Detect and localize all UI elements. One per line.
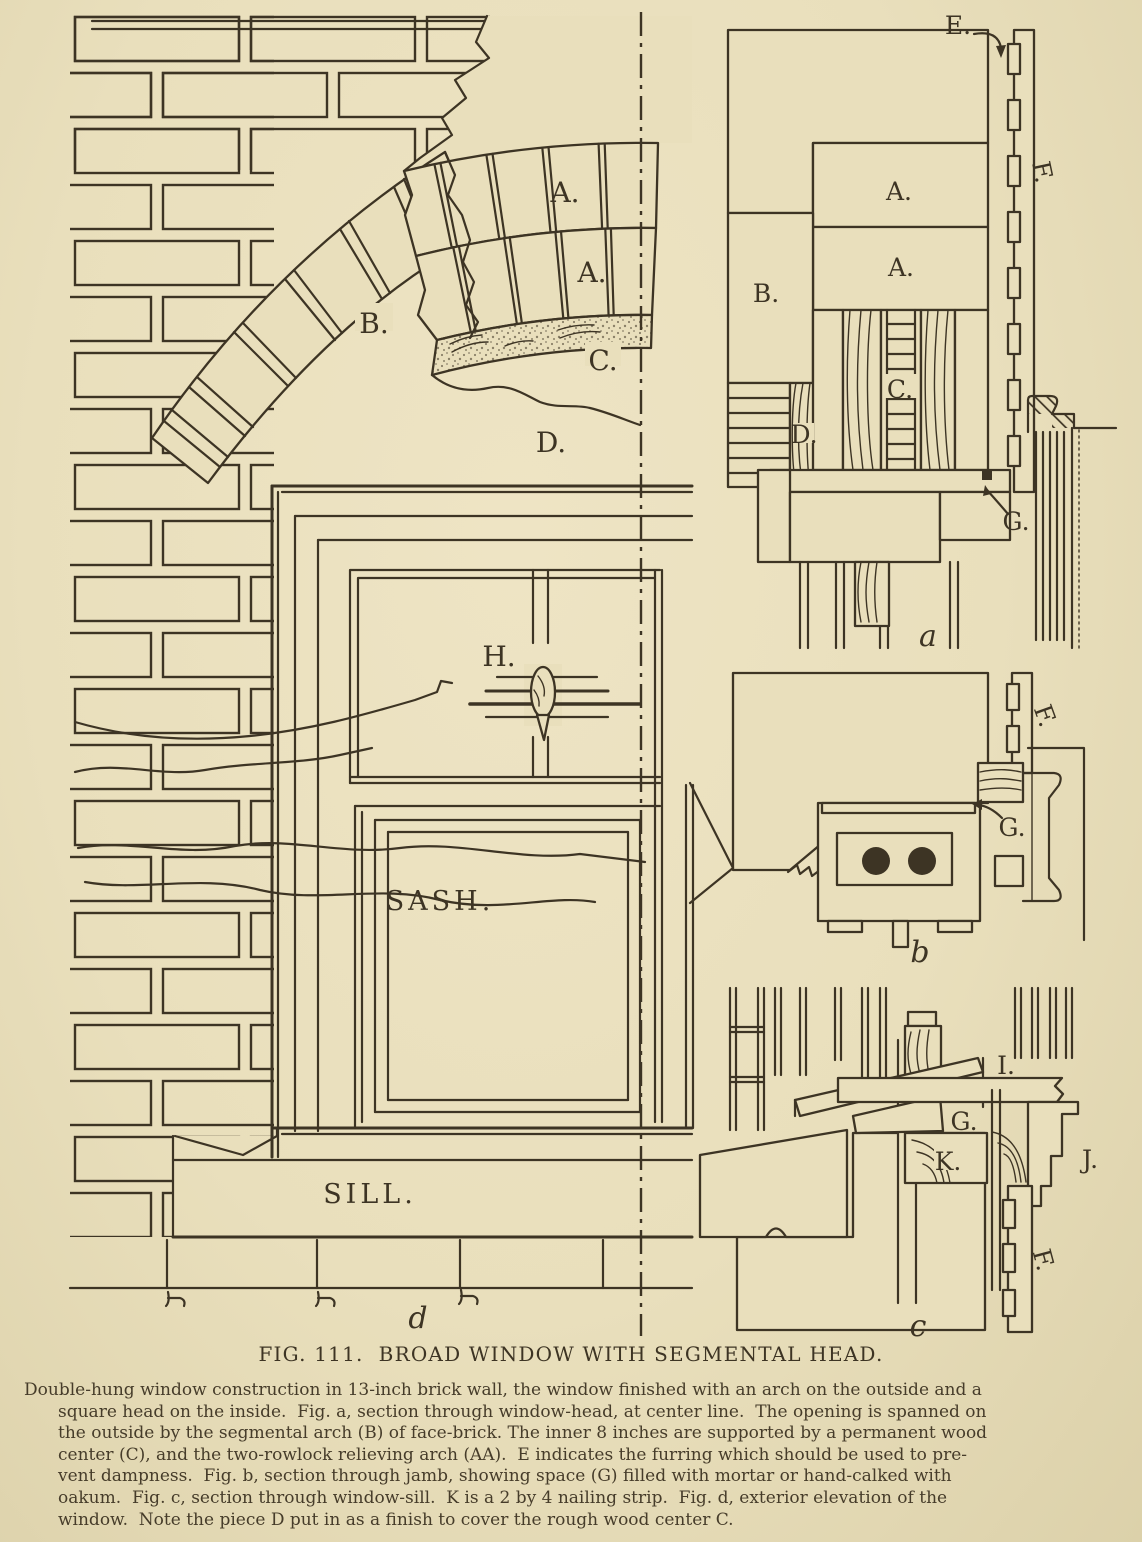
caption-line: the outside by the segmental arch (B) of… xyxy=(58,1423,988,1444)
caption-body: Double-hung window construction in 13-in… xyxy=(0,1380,1142,1531)
caption-line: Double-hung window construction in 13-in… xyxy=(24,1380,982,1400)
wavy-break-line xyxy=(430,373,642,427)
lath-plaster-strip xyxy=(1006,28,1036,494)
label-apron-J: J. xyxy=(1079,1145,1098,1174)
caption-line: window. Note the piece D put in as a fin… xyxy=(58,1509,734,1530)
fig-letter-a: a xyxy=(919,619,937,654)
brick-wall xyxy=(70,12,490,1237)
main-labels: A. A. B. C. D. H. SASH. SILL. d xyxy=(323,176,621,1336)
label-wood-center: C. xyxy=(588,344,617,377)
main-elevation-fig-d: A. A. B. C. D. H. SASH. SILL. d xyxy=(68,12,695,1336)
sash-lock-detail xyxy=(468,664,642,742)
caption-title: FIG. 111. BROAD WINDOW WITH SEGMENTAL HE… xyxy=(258,1342,884,1366)
sash-weight xyxy=(908,847,936,875)
label-segmental-arch: B. xyxy=(359,307,388,340)
label-plaster-F: F. xyxy=(1026,158,1059,185)
label-finish-D: D. xyxy=(790,420,817,449)
torn-edge xyxy=(443,150,480,340)
label-sash-lock: H. xyxy=(482,640,515,673)
label-nailing-strip-K: K. xyxy=(935,1147,962,1176)
arrow-E xyxy=(972,32,1003,50)
apron-molding xyxy=(1026,1100,1080,1208)
figure-caption: FIG. 111. BROAD WINDOW WITH SEGMENTAL HE… xyxy=(0,1342,1142,1531)
caption-line: center (C), and the two-rowlock relievin… xyxy=(58,1444,968,1465)
label-arch-row-inner: A. xyxy=(576,256,606,289)
label-sash: SASH. xyxy=(386,886,495,917)
caption-line: oakum. Fig. c, section through window-si… xyxy=(58,1487,948,1508)
caption-line: vent dampness. Fig. b, section through j… xyxy=(58,1466,952,1487)
label-face-brick-B: B. xyxy=(753,279,779,308)
label-space-G: G. xyxy=(998,813,1025,842)
sash-weight xyxy=(862,847,890,875)
label-stool-I: I. xyxy=(997,1051,1015,1080)
label-wood-center-C: C. xyxy=(887,375,913,404)
caption-line: square head on the inside. Fig. a, secti… xyxy=(58,1401,987,1422)
stone-sill xyxy=(698,1128,849,1239)
section-b-jamb: F. G. b xyxy=(688,671,1086,970)
window-frame xyxy=(270,484,695,1159)
label-furring-E: E. xyxy=(945,11,971,40)
label-space-G: G. xyxy=(1002,507,1029,536)
foundation-bricks xyxy=(68,1238,694,1308)
section-a-window-head: E. F. A. A. B. C. D. G. a xyxy=(726,11,1118,654)
fig-letter-d: d xyxy=(408,1301,427,1336)
fig-letter-b: b xyxy=(910,935,929,970)
interior-casing xyxy=(1026,394,1118,650)
label-sill: SILL. xyxy=(323,1179,417,1210)
figure-111-drawing: A. A. B. C. D. H. SASH. SILL. d xyxy=(68,11,1118,1342)
label-space-G: G. xyxy=(950,1107,977,1136)
wood-center-section xyxy=(811,308,990,472)
lower-sash xyxy=(353,804,662,1130)
label-finish-piece: D. xyxy=(536,426,566,459)
section-c-window-sill: I. G. K. J. F. c xyxy=(698,986,1098,1342)
label-arch-row-outer: A. xyxy=(549,176,579,209)
fig-letter-c: c xyxy=(910,1309,927,1342)
torn-edge xyxy=(402,14,491,173)
sash-stile-lines xyxy=(773,986,1074,1100)
sill xyxy=(171,1126,694,1239)
break-lines xyxy=(73,679,647,907)
stool xyxy=(836,1076,1065,1104)
wall-face-lines xyxy=(728,986,766,1132)
label-arch-inner-A: A. xyxy=(887,253,914,282)
label-arch-outer-A: A. xyxy=(885,177,912,206)
